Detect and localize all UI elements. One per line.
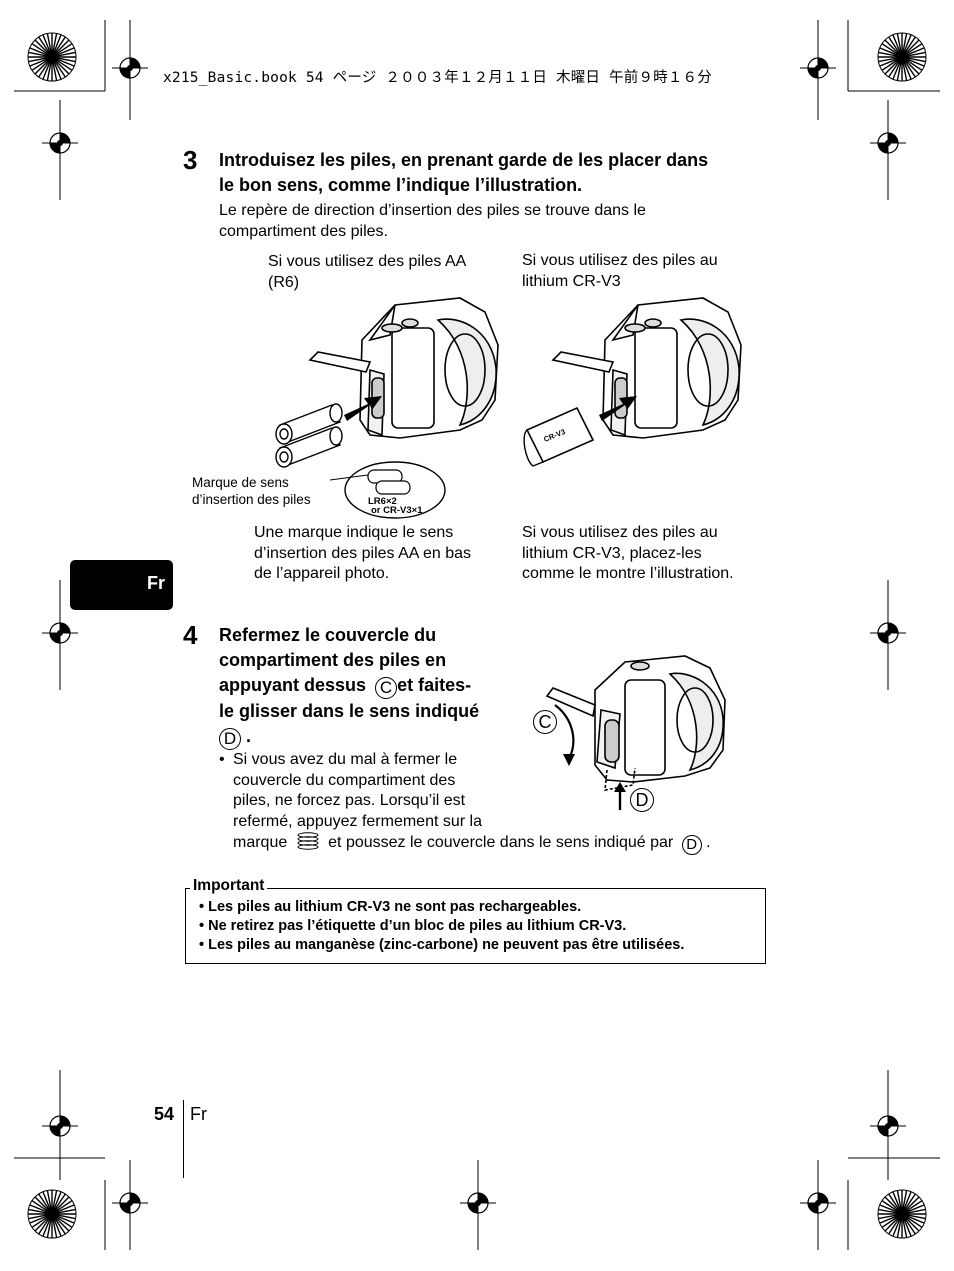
inset-label-line: LR6×2 xyxy=(368,496,397,507)
caption-line: Si vous utilisez des piles AA xyxy=(268,253,467,270)
bullet-line: marque et poussez le couvercle dans le s… xyxy=(233,832,711,855)
circle-c-label: C xyxy=(533,710,557,734)
title-text: . xyxy=(246,726,252,746)
camera-aa-illustration xyxy=(275,297,499,519)
language-tab-label: Fr xyxy=(147,573,165,593)
step-4-bullet: • Si vous avez du mal à fermer le couver… xyxy=(219,750,711,855)
step-4-title-line: compartiment des piles en xyxy=(219,650,447,670)
title-text: appuyant dessus xyxy=(219,675,367,695)
note-line: Si vous utilisez des piles au xyxy=(522,524,718,541)
bullet-line: Si vous avez du mal à fermer le xyxy=(233,751,458,768)
bullet-text: et poussez le couvercle dans le sens ind… xyxy=(328,834,674,851)
important-item: • Ne retirez pas l’étiquette d’un bloc d… xyxy=(199,918,627,934)
caption-line: Si vous utilisez des piles au xyxy=(522,252,718,269)
marker-label-line: Marque de sens xyxy=(192,475,289,490)
circle-c-icon: C xyxy=(375,677,398,699)
language-tab: Fr xyxy=(70,560,173,610)
camera-crv3-illustration: CR-V3 xyxy=(523,297,742,467)
important-box xyxy=(185,888,766,964)
footer-language: Fr xyxy=(190,1104,207,1124)
bullet-line: refermé, appuyez fermement sur la xyxy=(233,812,482,830)
caption-line: lithium CR-V3 xyxy=(522,272,621,290)
step-4-title: Refermez le couvercle du compartiment de… xyxy=(219,623,479,750)
bullet-text: . xyxy=(706,834,711,851)
close-door-illustration xyxy=(545,655,726,810)
direction-mark-label: Marque de sens d’insertion des piles xyxy=(192,474,311,508)
note-line: comme le montre l’illustration. xyxy=(522,565,734,582)
important-title: Important xyxy=(190,877,268,895)
caption-line: (R6) xyxy=(268,273,300,291)
inset-label-line: or CR-V3×1 xyxy=(371,505,423,516)
step-3-title-line: le bon sens, comme l’indique l’illustrat… xyxy=(219,175,583,195)
crv3-note: Si vous utilisez des piles au lithium CR… xyxy=(522,523,734,585)
step-3-description: Le repère de direction d’insertion des p… xyxy=(219,201,646,242)
bullet-line: couvercle du compartiment des xyxy=(233,771,456,789)
marker-label-line: d’insertion des piles xyxy=(192,492,311,507)
crv3-caption: Si vous utilisez des piles au lithium CR… xyxy=(522,251,718,292)
important-item: • Les piles au lithium CR-V3 ne sont pas… xyxy=(199,899,582,915)
print-header: x215_Basic.book 54 ページ ２００３年１２月１１日 木曜日 午… xyxy=(163,70,712,86)
step-3-title-line: Introduisez les piles, en prenant garde … xyxy=(219,150,709,170)
aa-note: Une marque indique le sens d’insertion d… xyxy=(254,523,471,585)
note-line: Une marque indique le sens xyxy=(254,524,454,541)
important-list: • Les piles au lithium CR-V3 ne sont pas… xyxy=(199,898,684,955)
inset-label: LR6×2 or CR-V3×1 xyxy=(368,496,423,516)
aa-caption: Si vous utilisez des piles AA (R6) xyxy=(268,252,466,293)
circle-d-icon: D xyxy=(219,728,241,750)
step-4-title-line: le glisser dans le sens indiqué xyxy=(219,701,480,721)
grip-mark-icon xyxy=(297,832,319,850)
circle-d-label: D xyxy=(630,788,654,812)
bullet-text: marque xyxy=(233,834,288,851)
step-3-title: Introduisez les piles, en prenant garde … xyxy=(219,148,708,198)
desc-line: Le repère de direction d’insertion des p… xyxy=(219,202,646,219)
title-text: et faites- xyxy=(397,675,472,695)
footer-divider xyxy=(183,1100,184,1178)
step-4-title-line: D . xyxy=(219,724,479,750)
step-3-number: 3 xyxy=(183,145,198,175)
bullet-icon: • xyxy=(219,751,225,768)
important-item: • Les piles au manganèse (zinc-carbone) … xyxy=(199,937,685,953)
step-4-title-line: Refermez le couvercle du xyxy=(219,625,437,645)
circle-d-icon: D xyxy=(681,835,702,855)
note-line: de l’appareil photo. xyxy=(254,565,390,582)
desc-line: compartiment des piles. xyxy=(219,222,388,240)
page-number: 54 xyxy=(154,1104,175,1124)
note-line: d’insertion des piles AA en bas xyxy=(254,544,472,562)
note-line: lithium CR-V3, placez-les xyxy=(522,544,702,562)
bullet-line: piles, ne forcez pas. Lorsqu’il est xyxy=(233,792,466,809)
step-4-number: 4 xyxy=(183,620,198,650)
